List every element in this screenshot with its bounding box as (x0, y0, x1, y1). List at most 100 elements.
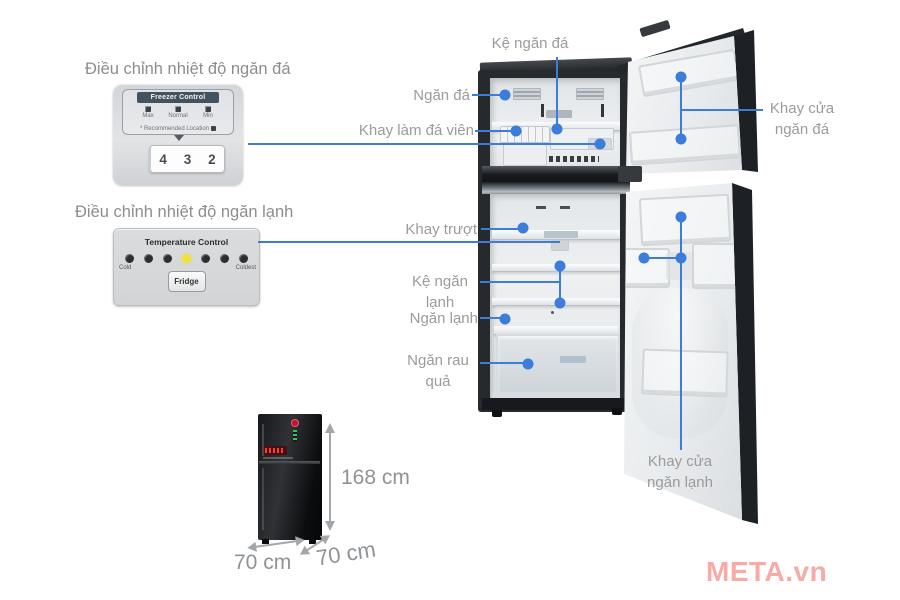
freezer-vent-dashes (549, 156, 599, 162)
freezer-control-header: Freezer Control (137, 92, 219, 103)
cold-label: Cold (119, 265, 132, 271)
freezer-control-face: Freezer Control Max Normal Min * Recomme… (122, 89, 234, 135)
temp-dot-1 (125, 254, 134, 263)
freezer-tick (541, 104, 544, 117)
recommended-location-note: * Recommended Location (123, 126, 233, 132)
shelf-badge (544, 231, 578, 238)
height-arrow-up-icon (325, 423, 335, 433)
multi-air-flow-badge (546, 110, 572, 118)
freezer-control-levels: Max Normal Min (133, 106, 223, 119)
callout-line-freezer-control (248, 143, 600, 145)
fridge-floor (492, 392, 620, 398)
callout-dot-ke-ngan-lanh-bottom (554, 297, 566, 309)
level-indicator-icon (145, 106, 151, 112)
temp-dot-3 (163, 254, 172, 263)
temp-dot-2 (144, 254, 153, 263)
freezer-dial: 4 3 2 (149, 145, 225, 173)
fridge-door-face (624, 183, 742, 520)
ice-cube-tray (500, 126, 550, 143)
fresh-zone-badge (560, 356, 586, 363)
callout-line-ngan-lanh (480, 317, 505, 319)
height-dimension: 168 cm (341, 466, 410, 489)
callout-dot-freezer-door-top (675, 71, 687, 83)
temp-dot-5 (201, 254, 210, 263)
thumb-display-caption (263, 457, 293, 459)
callout-line-ke-ngan-da (556, 57, 558, 129)
freezer-door-tray (637, 48, 741, 98)
thumb-foot (309, 538, 316, 544)
thumb-led-indicator (293, 430, 297, 442)
product-thumbnail (258, 414, 322, 544)
callout-line-ngan-rau-qua (480, 362, 528, 364)
callout-dot-khay-lam-da-vien (510, 125, 522, 137)
callout-dot-khay-truot (517, 222, 529, 234)
callout-dot-ke-ngan-da (551, 123, 563, 135)
callout-dot-fridge-door-right (675, 252, 687, 264)
callout-line-khay-truot (481, 228, 523, 230)
callout-dot-fridge-door-top (675, 211, 687, 223)
callout-label-ke-ngan-lanh: Kệ ngăn lạnh (412, 273, 468, 311)
thumb-foot (262, 539, 269, 544)
temperature-control-header: Temperature Control (144, 237, 229, 247)
callout-dot-ke-ngan-lanh-top (554, 260, 566, 272)
callout-line-ngan-da (472, 94, 505, 96)
callout-dot-ngan-rau-qua (522, 358, 534, 370)
thumb-door-divider (259, 461, 320, 464)
callout-line-khay-cua-ngan-da-h (681, 109, 763, 111)
callout-line-khay-cua-ngan-da-v (680, 77, 682, 139)
thumb-display-digits (265, 448, 285, 453)
height-arrow-down-icon (325, 521, 335, 531)
level-max: Max (133, 106, 163, 119)
fridge-button: Fridge (167, 271, 206, 292)
level-indicator-icon (205, 106, 211, 112)
freezer-vent (513, 88, 541, 100)
callout-label-khay-lam-da-vien: Khay làm đá viên (358, 122, 474, 139)
dial-number: 3 (183, 151, 192, 167)
temp-dot-4-active (182, 254, 191, 263)
thumb-handle-bottom (262, 468, 264, 530)
cabinet-base (482, 398, 630, 410)
coldest-label: Coldest (235, 265, 256, 271)
fridge-mark (560, 206, 570, 209)
vegetable-drawer (496, 334, 620, 398)
callout-line-ke-ngan-lanh-v (559, 266, 561, 303)
freezer-control-panel: Freezer Control Max Normal Min * Recomme… (113, 84, 243, 185)
meta-vn-watermark: META.vn (706, 556, 828, 587)
dial-number: 4 (159, 151, 167, 167)
callout-label-ngan-lanh: Ngăn lạnh (409, 310, 478, 327)
temperature-control-panel: Temperature Control Cold Coldest Fridge (113, 228, 260, 306)
freezer-temp-title: Điều chỉnh nhiệt độ ngăn đá (85, 60, 291, 78)
middle-hinge (618, 166, 642, 182)
callout-line-khay-lam-da-vien (475, 130, 516, 132)
callout-label-khay-cua-ngan-da: Khay cửa ngăn đá (769, 100, 835, 138)
pointer-triangle-icon (174, 135, 184, 141)
freezer-vent (576, 88, 604, 100)
temp-dot-6 (220, 254, 229, 263)
callout-label-ngan-da: Ngăn đá (413, 87, 470, 104)
level-normal: Normal (163, 106, 193, 119)
ice-bin (503, 143, 547, 166)
fridge-door-tray-right (692, 243, 742, 289)
fridge-mark (536, 206, 546, 209)
callout-dot-ngan-lanh (499, 313, 511, 325)
callout-line-ke-ngan-lanh-h (480, 281, 560, 283)
callout-dot-freezer-control (594, 138, 606, 150)
callout-label-khay-cua-ngan-lanh: Khay cửa ngăn lạnh (647, 453, 713, 491)
thumb-display (263, 446, 287, 455)
compartment-divider (482, 166, 630, 194)
fridge-dot-mark (551, 311, 554, 314)
callout-dot-fridge-door-left (638, 252, 650, 264)
fridge-door-tray-bottom (641, 348, 729, 398)
cabinet-foot (492, 410, 502, 417)
fridge-temp-knob (551, 240, 569, 251)
dial-number: 2 (208, 151, 216, 167)
freezer-door (616, 24, 760, 180)
callout-label-ngan-rau-qua: Ngăn rau quả (407, 352, 469, 390)
fridge-door (618, 178, 760, 528)
width-dimension: 70 cm (234, 551, 292, 574)
level-min: Min (193, 106, 223, 119)
callout-dot-ngan-da (499, 89, 511, 101)
callout-line-khay-cua-ngan-lanh-v (680, 217, 682, 450)
lg-logo-badge (291, 419, 299, 427)
